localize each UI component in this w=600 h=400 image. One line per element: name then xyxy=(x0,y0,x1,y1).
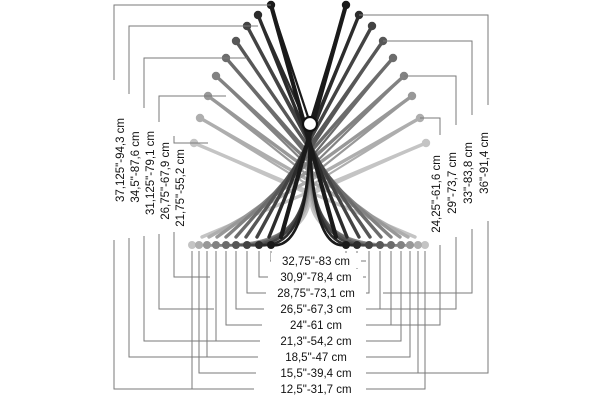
needle-bottom-knob xyxy=(222,241,230,249)
needle-bottom-knob xyxy=(212,241,220,249)
needle-bottom-knob xyxy=(387,241,395,249)
right-leader-top-1 xyxy=(404,75,457,125)
right-leader-bottom-2 xyxy=(383,229,473,294)
left-leader-top-2 xyxy=(143,57,247,108)
leader-lines xyxy=(113,4,489,390)
needle-bottom-knob xyxy=(188,241,196,249)
right-leader-bottom-0 xyxy=(375,245,441,326)
bottom-leader-right-5 xyxy=(366,251,402,342)
left-label-2: 31,125"-79,1 cm xyxy=(145,131,157,215)
bottom-leader-right-8 xyxy=(366,251,426,390)
bottom-leader-left-2 xyxy=(246,251,266,294)
right-label-0: 24,25"-61,6 cm xyxy=(431,155,443,233)
needle-top-knob xyxy=(388,53,398,63)
right-label-2: 33"-83,8 cm xyxy=(463,142,475,204)
needle-bottom-knob xyxy=(267,241,275,249)
bottom-leader-right-6 xyxy=(366,251,411,358)
needle-top-knob xyxy=(195,113,205,123)
bottom-label-3-bg xyxy=(269,301,363,316)
bottom-label-4: 24"-61 cm xyxy=(290,320,342,332)
needle-top-knob xyxy=(367,21,377,31)
left-label-0: 37,125"-94,3 cm xyxy=(115,118,127,202)
left-leader-top-0 xyxy=(113,4,271,80)
left-leader-bottom-3 xyxy=(158,234,214,310)
bottom-label-4-bg xyxy=(279,317,353,332)
needle-bottom-knob xyxy=(376,241,384,249)
right-leader-bottom-1 xyxy=(379,237,457,310)
needle-bottom-knob xyxy=(255,241,263,249)
bottom-leader-left-7 xyxy=(198,251,256,374)
needle-bottom-knob xyxy=(342,241,350,249)
left-label-1: 34,5"-87,6 cm xyxy=(130,131,142,202)
needle-top-knob xyxy=(253,10,263,20)
bottom-label-3: 26,5"-67,3 cm xyxy=(280,304,351,316)
bottom-label-2: 28,75"-73,1 cm xyxy=(277,288,355,300)
needle-shaft-right xyxy=(234,56,395,239)
needle-bottom-knob xyxy=(406,241,414,249)
needle-shaft-right xyxy=(244,39,385,239)
bottom-leader-left-1 xyxy=(258,251,268,278)
bottom-label-5-bg xyxy=(271,333,361,348)
bottom-label-1-bg xyxy=(269,269,363,284)
bottom-leader-left-3 xyxy=(235,251,264,310)
needle-bottom-knob xyxy=(232,241,240,249)
bottom-label-2-bg xyxy=(266,285,366,300)
bottom-label-7-bg xyxy=(274,365,358,380)
needle-bottom-knob xyxy=(414,241,422,249)
left-leader-top-1 xyxy=(128,25,258,94)
needle-cable-join xyxy=(269,4,348,124)
needle-shaft-right xyxy=(255,24,374,239)
bottom-label-8-bg xyxy=(270,381,362,396)
needle-bottom-knob xyxy=(195,241,203,249)
bottom-label-7: 15,5"-39,4 cm xyxy=(280,368,351,380)
needle-top-knob xyxy=(407,91,417,101)
right-label-1: 29"-73,7 cm xyxy=(447,152,459,214)
bottom-leader-right-4 xyxy=(366,251,392,326)
right-leader-top-3 xyxy=(359,14,489,105)
needle-group xyxy=(188,0,431,249)
circular-needle xyxy=(231,36,388,249)
needle-top-knob xyxy=(341,0,351,10)
right-leader-top-2 xyxy=(383,40,473,115)
needle-bottom-knob xyxy=(421,241,429,249)
left-leader-bottom-4 xyxy=(173,232,210,278)
needle-bottom-knob xyxy=(365,241,373,249)
bottom-leader-left-4 xyxy=(225,251,262,326)
needle-bottom-knob xyxy=(353,241,361,249)
left-leader-bottom-0 xyxy=(113,240,226,390)
bottom-leader-right-2 xyxy=(366,251,370,294)
bottom-leader-left-5 xyxy=(215,251,260,342)
bottom-leader-left-0 xyxy=(270,251,272,262)
bottom-label-8: 12,5"-31,7 cm xyxy=(280,384,351,396)
needle-shaft-left xyxy=(234,39,372,239)
needle-bottom-knob xyxy=(203,241,211,249)
needle-bottom-knob xyxy=(243,241,251,249)
bottom-label-5: 21,3"-54,2 cm xyxy=(280,336,351,348)
bottom-label-0: 32,75"-83 cm xyxy=(282,256,350,268)
needle-top-knob xyxy=(421,138,431,148)
left-leader-bottom-1 xyxy=(128,238,222,358)
left-label-4: 21,75"-55,2 cm xyxy=(175,149,187,227)
bottom-label-6: 18,5"-47 cm xyxy=(285,352,347,364)
left-leader-bottom-2 xyxy=(143,236,218,342)
cross-ring xyxy=(301,115,319,133)
left-leader-top-3 xyxy=(158,95,226,122)
left-label-3: 26,75"-67,9 cm xyxy=(160,142,172,220)
bottom-leader-right-3 xyxy=(366,251,381,310)
right-label-3: 36"-91,4 cm xyxy=(479,132,491,194)
bottom-label-6-bg xyxy=(279,349,353,364)
needle-top-knob xyxy=(231,36,241,46)
bottom-label-0-bg xyxy=(271,253,361,268)
needle-bottom-knob xyxy=(397,241,405,249)
needle-top-knob xyxy=(211,71,221,81)
bottom-label-1: 30,9"-78,4 cm xyxy=(280,272,351,284)
bottom-leader-left-8 xyxy=(191,251,254,390)
left-leader-top-4 xyxy=(173,136,208,144)
right-leader-top-0 xyxy=(420,117,441,135)
right-leader-bottom-3 xyxy=(387,221,489,374)
